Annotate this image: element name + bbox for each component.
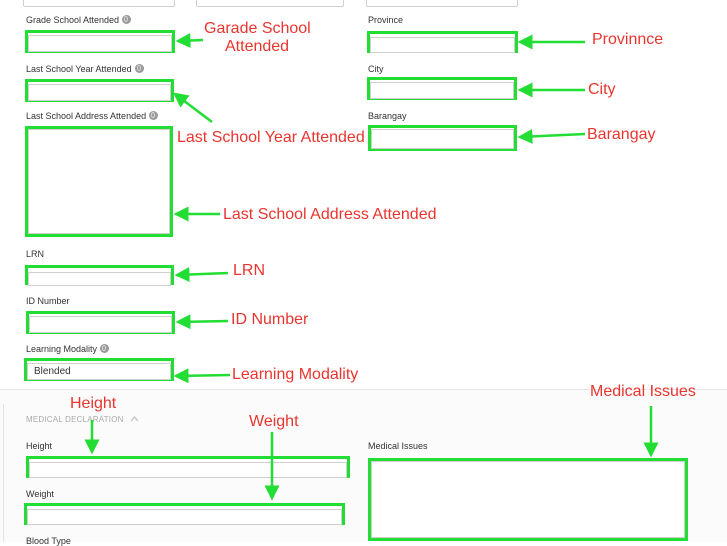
learning-modality-select[interactable] [27,363,171,380]
last-school-year-label: Last School Year Attended [26,64,144,74]
annotation-last-school-year: Last School Year Attended [177,129,365,146]
annotation-last-school-address: Last School Address Attended [223,206,437,223]
section-divider [0,389,727,390]
last-school-address-label: Last School Address Attended [26,111,159,121]
last-school-address-textarea-wrap [25,126,173,237]
blood-type-label: Blood Type [26,536,71,546]
chevron-up-icon [130,416,139,422]
arrow-id-number [175,314,229,330]
annotation-medical-issues: Medical Issues [590,383,696,400]
barangay-input-wrap [368,125,517,151]
globe-info-icon[interactable] [134,64,144,73]
last-school-year-input-wrap [25,79,174,102]
city-input-wrap [367,77,517,100]
lrn-input-wrap [25,265,174,286]
lrn-input[interactable] [28,271,171,286]
learning-modality-label: Learning Modality [26,344,110,354]
annotation-province: Provinnce [592,31,664,48]
grade-school-input[interactable] [28,35,172,52]
annotation-height: Height [70,395,117,412]
grade-school-label: Grade School Attended [26,15,132,25]
last-school-year-input[interactable] [28,84,171,101]
id-number-input-wrap [26,311,175,334]
medical-section-header[interactable]: MEDICAL DECLARATION [26,415,139,424]
weight-input-wrap [24,503,345,525]
annotation-weight: Weight [249,413,299,430]
weight-label: Weight [26,489,54,499]
id-number-label: ID Number [26,296,70,306]
arrow-last-school-year [173,92,213,123]
lrn-label: LRN [26,249,45,259]
annotation-lrn: LRN [233,262,266,279]
city-input[interactable] [370,82,514,99]
arrow-grade-school [175,33,204,48]
annotation-id-number: ID Number [231,311,309,328]
medical-issues-textarea[interactable] [371,461,685,538]
annotation-grade-school-line2: Attended [225,38,290,55]
weight-input[interactable] [27,508,342,525]
partial-input-2[interactable] [196,0,344,7]
arrow-lrn [174,267,229,283]
height-input-wrap [26,456,350,478]
height-input[interactable] [29,461,347,478]
medical-issues-textarea-wrap [368,458,688,541]
barangay-label: Barangay [368,111,407,121]
annotation-learning-modality: Learning Modality [232,366,359,383]
learning-modality-select-wrap [24,358,174,381]
id-number-input[interactable] [29,316,172,333]
partial-input-3[interactable] [366,0,518,7]
province-input-wrap [367,31,518,53]
last-school-address-textarea[interactable] [28,129,170,234]
city-label: City [368,64,384,74]
partial-input-1[interactable] [23,0,175,7]
province-input[interactable] [370,36,515,53]
height-label: Height [26,441,53,451]
arrow-learning-modality [173,368,231,384]
globe-info-icon[interactable] [122,15,132,24]
arrow-barangay [517,128,586,144]
barangay-input[interactable] [371,128,514,149]
annotation-grade-school-line1: Garade School [204,20,311,37]
globe-info-icon[interactable] [149,111,159,120]
globe-info-icon[interactable] [100,344,110,353]
annotation-city: City [588,81,616,98]
annotation-barangay: Barangay [587,126,656,143]
province-label: Province [368,15,404,25]
grade-school-input-wrap [25,30,175,53]
medical-issues-label: Medical Issues [368,441,428,451]
section-left-border [3,404,4,542]
